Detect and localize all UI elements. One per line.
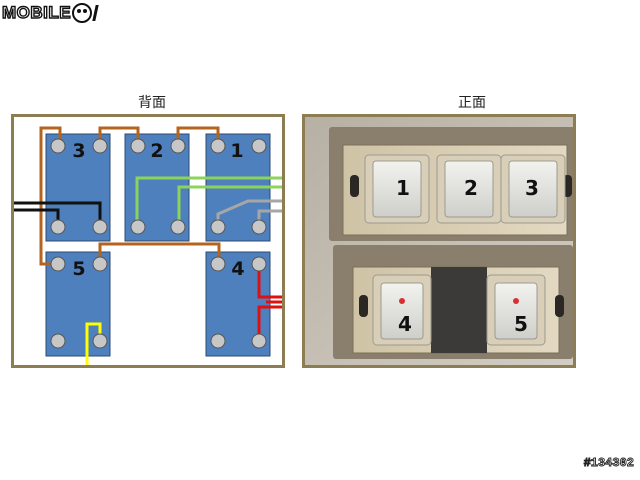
- photo-label-1: 1: [396, 176, 410, 200]
- brown-wires: [39, 126, 221, 266]
- photo-label-4: 4: [398, 312, 412, 336]
- logo-face-icon: [72, 3, 93, 23]
- front-panel-title: 正面: [458, 95, 486, 111]
- front-photo-panel: 1 2 3 4 5: [302, 114, 576, 368]
- back-panel-title: 背面: [138, 95, 166, 111]
- wiring-diagram: 3 2 1 5 4: [14, 126, 282, 369]
- photo-label-5: 5: [514, 312, 528, 336]
- red-wires: [257, 264, 282, 341]
- indicator-lamp-5: [513, 298, 519, 304]
- logo-one-glyph: [92, 5, 99, 21]
- terminals: [50, 138, 267, 349]
- logo-text: MOBILE: [1, 2, 72, 22]
- switch-label-4: 4: [231, 258, 244, 280]
- yellow-wire: [85, 322, 102, 369]
- upper-rockers: [364, 154, 566, 224]
- photo-label-3: 3: [525, 176, 539, 200]
- switch-label-1: 1: [230, 140, 243, 162]
- switch-label-3: 3: [72, 140, 85, 162]
- back-wiring-panel: 3 2 1 5 4: [11, 114, 285, 369]
- lower-rockers: [372, 274, 546, 346]
- switch-label-5: 5: [72, 258, 85, 280]
- watermark-id: #134302: [583, 456, 634, 471]
- switch-photo: 1 2 3 4 5: [305, 117, 575, 365]
- switch-label-2: 2: [150, 140, 163, 162]
- green-wires: [135, 176, 282, 225]
- photo-label-2: 2: [464, 176, 478, 200]
- mobile01-logo[interactable]: MOBILE: [1, 2, 99, 24]
- indicator-lamp-4: [399, 298, 405, 304]
